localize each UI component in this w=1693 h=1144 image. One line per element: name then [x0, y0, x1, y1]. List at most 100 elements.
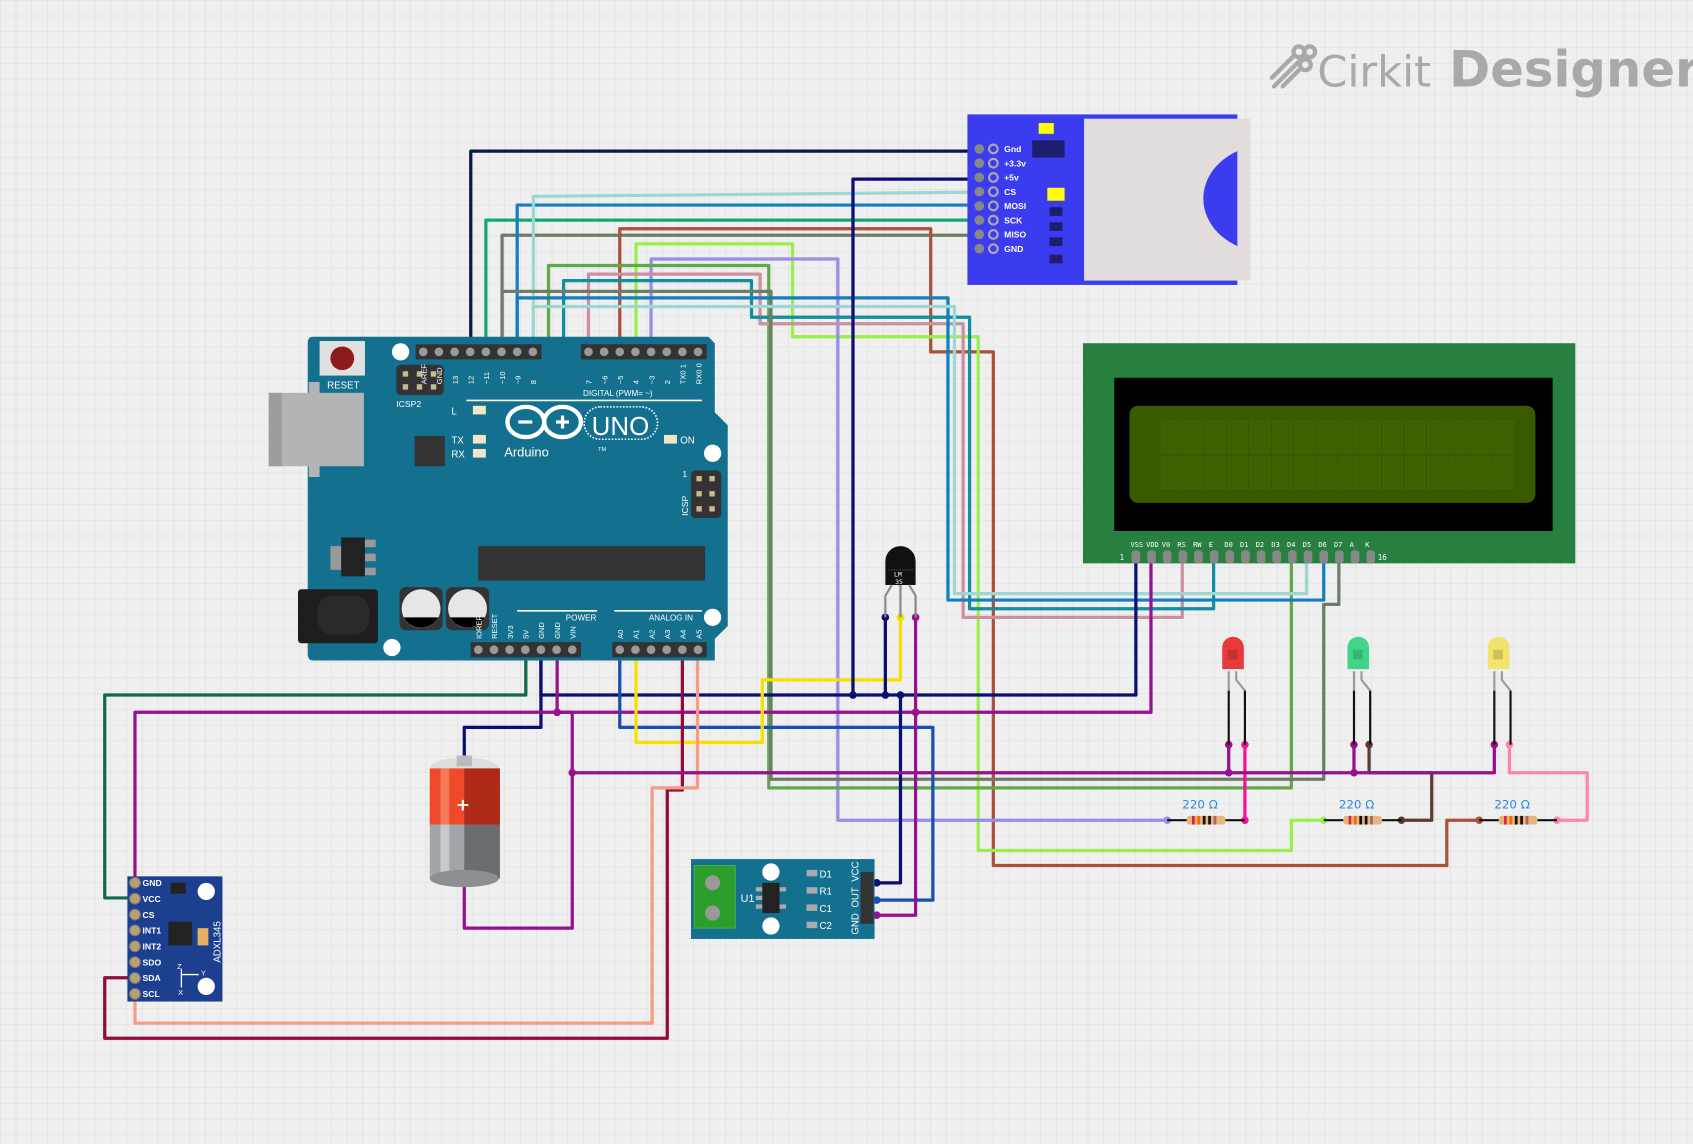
wire-d7-rs[interactable]	[586, 272, 1184, 619]
digital-pin-gnd[interactable]	[434, 347, 444, 357]
analog-pin-a0[interactable]	[615, 645, 625, 655]
sd-pin-5v[interactable]	[974, 172, 985, 183]
power-pin-ioref[interactable]	[473, 645, 483, 655]
lcd-pin-a[interactable]	[1350, 550, 1360, 564]
led-led-yellow[interactable]	[1487, 636, 1512, 745]
lcd-pin-rs[interactable]	[1178, 550, 1188, 564]
power-pin-gnd[interactable]	[552, 645, 561, 655]
lcd-pin-d0[interactable]	[1225, 550, 1235, 564]
power-pin-3v3[interactable]	[505, 645, 514, 655]
power-pin-reset[interactable]	[489, 645, 499, 655]
lcd-pin-d4[interactable]	[1288, 550, 1297, 564]
adxl-pin-gnd[interactable]	[129, 876, 141, 889]
digital-pin-9[interactable]	[512, 347, 522, 357]
digital-pin-5[interactable]	[615, 347, 625, 357]
lcd-pin-rw[interactable]	[1194, 550, 1203, 564]
wire-sens-vcc[interactable]	[875, 693, 903, 885]
adxl-pin-scl[interactable]	[129, 987, 141, 1000]
digital-pin-aref[interactable]	[418, 347, 428, 357]
adxl-pin-sda[interactable]	[129, 972, 141, 984]
sd-pin-cs[interactable]	[974, 186, 985, 197]
wire-adxl-gnd[interactable]	[133, 710, 559, 885]
digital-pin-tx0-1[interactable]	[678, 347, 687, 357]
lcd-pin-d7[interactable]	[1335, 550, 1344, 564]
digital-pin-6[interactable]	[599, 347, 609, 357]
adxl-pin-int1[interactable]	[129, 924, 141, 937]
power-pin-gnd[interactable]	[536, 645, 546, 655]
wire-5v-bat[interactable]	[462, 648, 543, 764]
lcd-pin-d1[interactable]	[1241, 550, 1250, 564]
lcd-pin-k[interactable]	[1366, 550, 1376, 564]
wire-d5-red[interactable]	[618, 227, 1481, 868]
digital-pin-7[interactable]	[584, 347, 593, 357]
analog-pin-a3[interactable]	[662, 645, 672, 655]
wire-sens-gnd[interactable]	[875, 710, 918, 917]
analog-pin-a4[interactable]	[678, 645, 687, 655]
lcd-pin-vss[interactable]	[1131, 550, 1141, 564]
digital-pin-12[interactable]	[465, 347, 475, 357]
digital-pin-2[interactable]	[662, 347, 672, 357]
lcd-pin-v0[interactable]	[1162, 550, 1172, 564]
led-led-green[interactable]	[1347, 636, 1372, 745]
lcd-pin-d5[interactable]	[1303, 550, 1313, 564]
wire-gnd-sd[interactable]	[469, 149, 981, 354]
digital-pin-13[interactable]	[450, 347, 459, 357]
arduino-uno[interactable]: RESET ICSP2 1 ICSP	[268, 336, 728, 661]
power-pin-vin[interactable]	[567, 645, 577, 655]
adxl-pin-sdo[interactable]	[129, 956, 141, 969]
sd-pin-gnd[interactable]	[974, 243, 985, 254]
wire-gnd-bus[interactable]	[555, 553, 1153, 714]
digital-pin-4[interactable]	[631, 347, 640, 357]
battery[interactable]: +	[429, 755, 500, 888]
sd-pin-miso[interactable]	[974, 229, 985, 240]
analog-pin-a2[interactable]	[646, 645, 656, 655]
wire-gnd-bat[interactable]	[462, 710, 574, 930]
wire-a1-lm35[interactable]	[634, 615, 903, 745]
digital-pin-10[interactable]	[497, 347, 506, 357]
lcd-pin-d6[interactable]	[1319, 550, 1329, 564]
sd-pin-sck[interactable]	[974, 215, 985, 226]
wire-a5-scl[interactable]	[133, 648, 700, 1025]
wire-d13-sck[interactable]	[484, 218, 981, 354]
sd-pin-3-3v[interactable]	[974, 158, 985, 169]
led-led-red[interactable]	[1222, 636, 1246, 745]
wire-d10-cs[interactable]	[531, 190, 981, 354]
lcd-pin-d2[interactable]	[1256, 550, 1266, 564]
resistor-3[interactable]: 220 Ω	[1479, 797, 1557, 825]
sd-pin-gnd[interactable]	[974, 144, 985, 154]
adxl-pin-int2[interactable]	[129, 940, 141, 953]
reset-button[interactable]: RESET	[319, 341, 365, 392]
wire-yellow-res[interactable]	[1507, 743, 1589, 822]
adxl-pin-vcc[interactable]	[129, 892, 141, 905]
resistor-2[interactable]: 220 Ω	[1323, 797, 1402, 825]
analog-pin-a5[interactable]	[693, 645, 703, 655]
power-pin-5v[interactable]	[520, 645, 530, 655]
wire-d9-d4[interactable]	[546, 263, 1293, 790]
resistor-1[interactable]: 220 Ω	[1167, 797, 1245, 825]
sd-pin-mosi[interactable]	[974, 201, 985, 211]
lm35-sensor[interactable]: LM 35	[884, 546, 917, 618]
digital-pin-8[interactable]	[528, 347, 538, 357]
lcd-pin-e[interactable]	[1209, 550, 1219, 564]
lcd-pin-d3[interactable]	[1272, 550, 1282, 564]
wire-d4-green[interactable]	[634, 242, 1326, 853]
wire-d10b-d5[interactable]	[531, 304, 1309, 596]
wire-3v3-vcc[interactable]	[103, 648, 528, 900]
wire-d11b-d6[interactable]	[515, 296, 1326, 602]
wire-sd-5v[interactable]	[851, 177, 981, 697]
wire-led-gnd3[interactable]	[1352, 743, 1496, 775]
digital-pin-rx0-0[interactable]	[693, 347, 703, 357]
lcd-pin-vdd[interactable]	[1147, 550, 1156, 564]
digital-pin-11[interactable]	[481, 347, 491, 357]
adxl-pin-cs[interactable]	[129, 908, 141, 921]
analog-pin-a1[interactable]	[631, 645, 640, 655]
wire-a4-sda[interactable]	[103, 648, 685, 1040]
wire-d8-e[interactable]	[561, 278, 1216, 611]
wire-d12b-d7[interactable]	[500, 289, 1341, 781]
digital-pin-3[interactable]	[646, 347, 656, 357]
